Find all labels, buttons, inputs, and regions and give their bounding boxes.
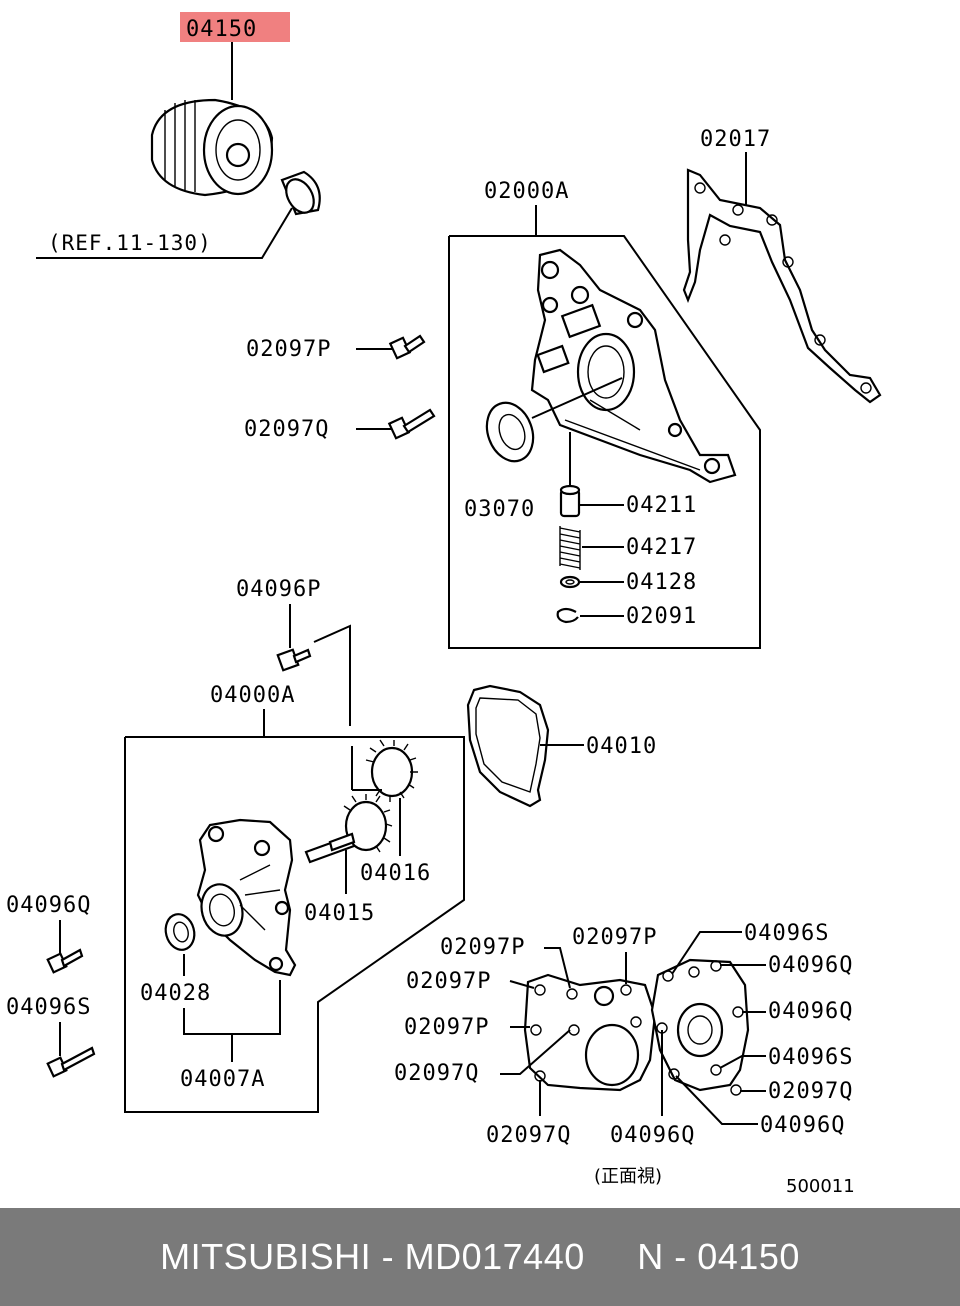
oil-filter-part xyxy=(150,98,274,197)
footer-separator: - xyxy=(371,1236,405,1277)
plunger-04211-part xyxy=(559,484,581,518)
bolt-04096Q-left-part xyxy=(46,948,84,974)
label-front-04096Q-d[interactable]: 04096Q xyxy=(760,1113,845,1138)
label-04096P[interactable]: 04096P xyxy=(236,577,321,602)
footer-bar: MITSUBISHI - MD017440 N - 04150 xyxy=(0,1208,960,1306)
label-front-02097Q-a[interactable]: 02097Q xyxy=(394,1061,479,1086)
footer-part-number: MD017440 xyxy=(404,1236,585,1277)
label-02091[interactable]: 02091 xyxy=(626,604,697,629)
label-04007A[interactable]: 04007A xyxy=(180,1067,265,1092)
bolt-04096P-part xyxy=(276,648,312,672)
footer-gap xyxy=(585,1236,638,1278)
label-front-02097P-a[interactable]: 02097P xyxy=(440,935,525,960)
label-04028[interactable]: 04028 xyxy=(140,981,211,1006)
filter-adapter-part xyxy=(280,170,321,216)
washer-04128-part xyxy=(559,575,581,589)
label-03070[interactable]: 03070 xyxy=(464,497,535,522)
case-gasket-part xyxy=(682,168,882,404)
oil-seal-04028-part xyxy=(164,913,196,951)
label-04015[interactable]: 04015 xyxy=(304,901,375,926)
label-04000A[interactable]: 04000A xyxy=(210,683,295,708)
label-04128[interactable]: 04128 xyxy=(626,570,697,595)
label-04096S-left[interactable]: 04096S xyxy=(6,995,91,1020)
label-04096Q-left[interactable]: 04096Q xyxy=(6,893,91,918)
gear-04016-part xyxy=(365,739,418,802)
label-02000A[interactable]: 02000A xyxy=(484,179,569,204)
label-02097Q-top[interactable]: 02097Q xyxy=(244,417,329,442)
label-front-04096S-b[interactable]: 04096S xyxy=(768,1045,853,1070)
label-front-04096Q-a[interactable]: 04096Q xyxy=(768,953,853,978)
front-view-pump-part xyxy=(650,958,750,1096)
label-front-02097Q-b[interactable]: 02097Q xyxy=(486,1123,571,1148)
oil-pump-body-part xyxy=(196,818,297,977)
label-04211[interactable]: 04211 xyxy=(626,493,697,518)
gasket-04010-part xyxy=(466,684,550,808)
label-front-02097P-d[interactable]: 02097P xyxy=(404,1015,489,1040)
label-front-04096Q-b[interactable]: 04096Q xyxy=(768,999,853,1024)
label-front-04096Q-c[interactable]: 04096Q xyxy=(610,1123,695,1148)
label-02097P-top[interactable]: 02097P xyxy=(246,337,331,362)
bolt-02097P-part xyxy=(388,334,426,360)
label-ref-11-130[interactable]: (REF.11-130) xyxy=(48,231,212,255)
label-front-02097Q-c[interactable]: 02097Q xyxy=(768,1079,853,1104)
label-02017[interactable]: 02017 xyxy=(700,127,771,152)
label-04016[interactable]: 04016 xyxy=(360,861,431,886)
label-front-04096S-a[interactable]: 04096S xyxy=(744,921,829,946)
label-04217[interactable]: 04217 xyxy=(626,535,697,560)
label-04150[interactable]: 04150 xyxy=(186,17,257,42)
label-front-02097P-c[interactable]: 02097P xyxy=(406,969,491,994)
footer-brand: MITSUBISHI xyxy=(160,1236,372,1277)
front-case-part xyxy=(530,248,737,484)
parts-diagram: 04150 (REF.11-130) 02017 02000A xyxy=(6,12,882,1197)
box-02000A xyxy=(448,235,761,649)
diagram-id: 500011 xyxy=(786,1176,855,1197)
oil-seal-03070-part xyxy=(485,401,535,463)
label-04010[interactable]: 04010 xyxy=(586,734,657,759)
highlight-04150 xyxy=(180,12,290,42)
front-view-case-part xyxy=(523,973,657,1092)
front-view-caption: (正面視) xyxy=(594,1166,662,1187)
snap-ring-02091-part xyxy=(556,607,579,624)
gear-04015-part xyxy=(304,794,393,864)
footer-ref-code: N - 04150 xyxy=(637,1236,800,1277)
spring-04217-part xyxy=(559,526,581,570)
label-front-02097P-b[interactable]: 02097P xyxy=(572,925,657,950)
bolt-04096S-left-part xyxy=(46,1046,96,1078)
box-04000A xyxy=(124,736,465,1113)
bolt-02097Q-part xyxy=(387,408,436,440)
